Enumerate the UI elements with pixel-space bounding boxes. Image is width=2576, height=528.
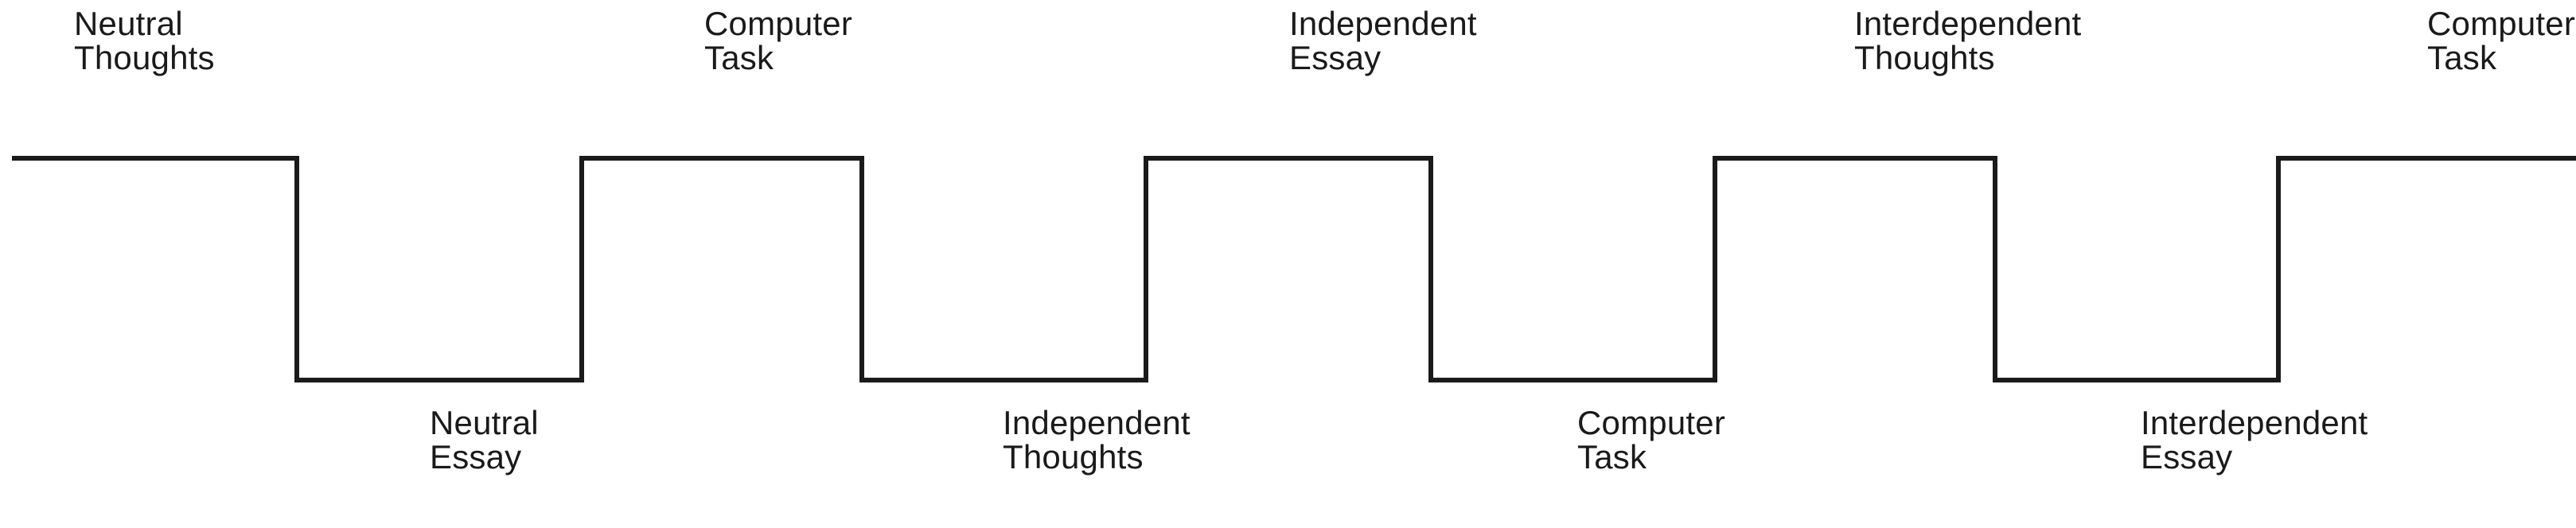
square-wave-line (12, 156, 2576, 382)
